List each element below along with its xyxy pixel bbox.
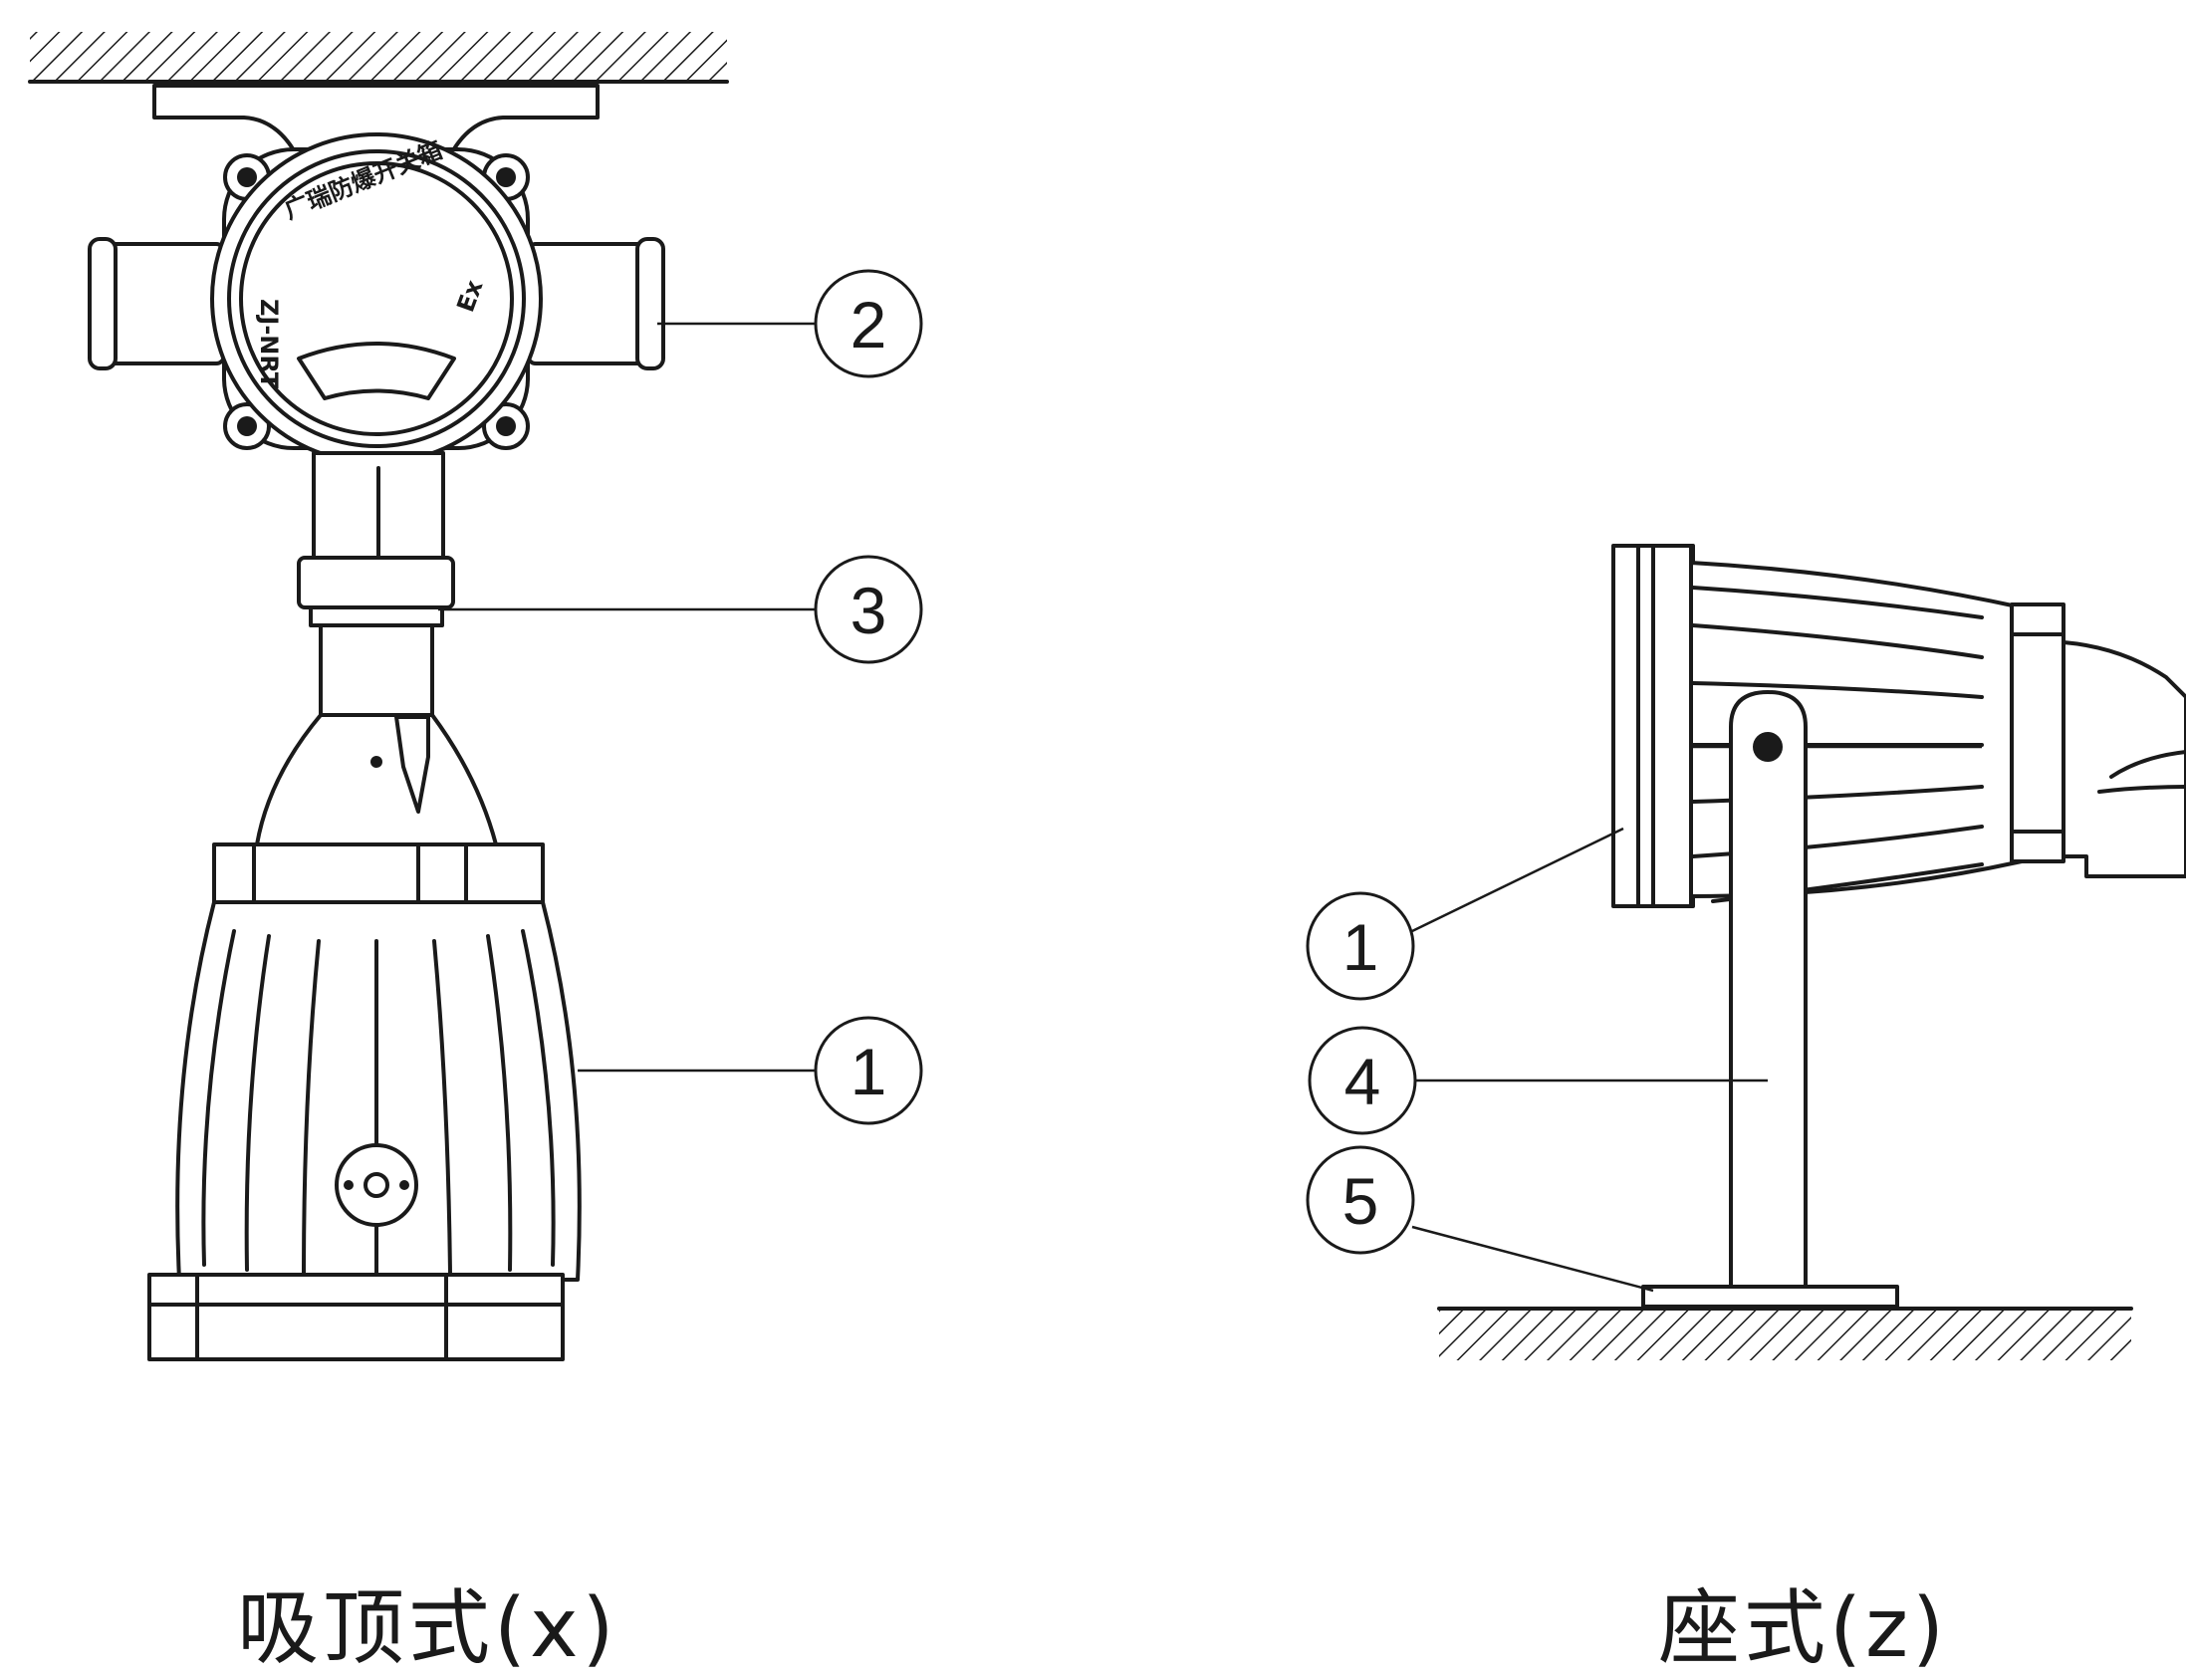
floor-surface bbox=[1437, 1307, 2133, 1360]
junction-box bbox=[88, 132, 665, 465]
ceiling-lamp-body bbox=[147, 713, 582, 1361]
callout-2: 2 bbox=[814, 269, 923, 378]
callout-1-seat: 1 bbox=[1306, 891, 1415, 1001]
seat-mount-caption: 座式(z) bbox=[1658, 1581, 1949, 1676]
callout-4: 4 bbox=[1308, 1026, 1417, 1135]
ceiling-surface bbox=[28, 32, 729, 84]
callout-1-seat-label: 1 bbox=[1342, 910, 1379, 984]
ceiling-mount-caption: 吸顶式(x) bbox=[237, 1581, 618, 1676]
connector-assembly bbox=[297, 451, 455, 717]
callout-3-label: 3 bbox=[850, 574, 887, 647]
callout-4-label: 4 bbox=[1344, 1045, 1381, 1118]
seat-mount-view: 1 4 5 bbox=[1306, 544, 2186, 1360]
callout-3: 3 bbox=[814, 555, 923, 664]
callout-1-ceiling-label: 1 bbox=[850, 1035, 887, 1108]
ceiling-mount-view: 广瑞防爆开关箱 ZJ-NRT Ex bbox=[28, 32, 923, 1361]
base-plate bbox=[1641, 1285, 1899, 1309]
callout-1-ceiling: 1 bbox=[814, 1016, 923, 1125]
callout-2-label: 2 bbox=[850, 288, 887, 361]
callout-5-label: 5 bbox=[1342, 1164, 1379, 1238]
support-post bbox=[1693, 690, 1982, 1289]
nameplate-model: ZJ-NRT bbox=[255, 299, 283, 389]
callout-5: 5 bbox=[1306, 1145, 1415, 1255]
seat-lamp-head bbox=[1611, 544, 2186, 908]
